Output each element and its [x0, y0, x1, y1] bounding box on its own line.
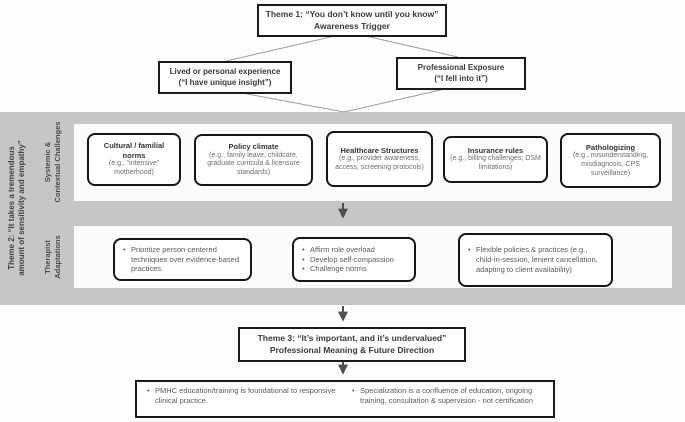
systemic-box-detail: (e.g., billing challenges; DSM limitatio…	[450, 155, 541, 172]
theme1-box: Theme 1: “You don’t know until you know”…	[257, 4, 447, 37]
systemic-box-policy-climate: Policy climate (e.g., family leave, chil…	[194, 134, 313, 186]
adaptation-bullet: Develop self-compassion	[300, 255, 408, 265]
outcome-bullet: Specialization is a confluence of educat…	[350, 386, 545, 406]
outcome-bullet: PMHC education/training is foundational …	[145, 386, 340, 406]
adaptation-bullet: Affirm role overload	[300, 245, 408, 255]
outcomes-box: PMHC education/training is foundational …	[135, 380, 555, 418]
trigger-lived-quote: (“I have unique insight”)	[178, 77, 272, 87]
systemic-box-detail: (e.g., family leave, childcare, graduate…	[207, 151, 300, 177]
systemic-box-healthcare-structures: Healthcare Structures (e.g., provider aw…	[326, 131, 433, 187]
theme3-subtitle: Professional Meaning & Future Direction	[269, 344, 435, 355]
therapist-vertical-label: Therapist Adaptations	[43, 197, 69, 317]
theme3-title: Theme 3: “It’s important, and it’s under…	[257, 333, 447, 344]
systemic-box-title: Pathologizing	[585, 142, 636, 152]
trigger-lived-experience-box: Lived or personal experience (“I have un…	[158, 61, 292, 94]
theme2-label-line2: amount of sensitivity and empathy”	[17, 140, 27, 276]
adaptation-bullet: Challenge norms	[300, 264, 408, 274]
connector-professional-to-band	[343, 85, 459, 113]
adaptation-box-person-centered: Prioritize person-centered techniques ov…	[113, 238, 252, 281]
connector-theme1-to-lived	[225, 32, 349, 62]
trigger-professional-quote: (“I fell into it”)	[434, 73, 488, 83]
systemic-box-cultural-norms: Cultural / familial norms (e.g., “intens…	[87, 133, 181, 186]
theme2-vertical-label: Theme 2: “It takes a tremendous amount o…	[7, 108, 37, 308]
systemic-box-title: Policy climate	[228, 142, 279, 152]
systemic-box-title: Healthcare Structures	[340, 145, 419, 155]
systemic-box-pathologizing: Pathologizing (e.g., misunderstanding, m…	[560, 133, 661, 188]
systemic-box-detail: (e.g., provider awareness, access, scree…	[335, 154, 424, 171]
theme1-subtitle: Awareness Trigger	[314, 20, 390, 31]
therapist-label-line2: Adaptations	[52, 235, 62, 279]
trigger-professional-title: Professional Exposure	[417, 63, 505, 73]
systemic-box-detail: (e.g., “intensive” motherhood)	[108, 160, 160, 176]
adaptation-box-self-compassion: Affirm role overload Develop self-compas…	[292, 237, 416, 282]
systemic-box-title: Insurance rules	[467, 146, 524, 156]
adaptation-box-flexible-policies: Flexible policies & practices (e.g., chi…	[458, 233, 613, 287]
trigger-lived-title: Lived or personal experience	[169, 67, 281, 77]
theme1-title: Theme 1: “You don’t know until you know”	[265, 9, 439, 20]
systemic-box-detail: (e.g., misunderstanding, misdiagnosis, C…	[572, 152, 649, 177]
systemic-box-insurance-rules: Insurance rules (e.g., billing challenge…	[443, 136, 548, 183]
trigger-professional-exposure-box: Professional Exposure (“I fell into it”)	[396, 57, 526, 90]
theme2-label-line1: Theme 2: “It takes a tremendous	[7, 146, 16, 270]
adaptation-bullet: Prioritize person-centered techniques ov…	[121, 245, 244, 274]
theme3-box: Theme 3: “It’s important, and it’s under…	[238, 327, 466, 362]
therapist-label-line1: Therapist	[43, 240, 52, 274]
adaptation-bullet: Flexible policies & practices (e.g., chi…	[466, 245, 605, 274]
connector-theme1-to-professional	[351, 32, 459, 58]
systemic-box-title: Cultural / familial norms	[103, 141, 165, 160]
